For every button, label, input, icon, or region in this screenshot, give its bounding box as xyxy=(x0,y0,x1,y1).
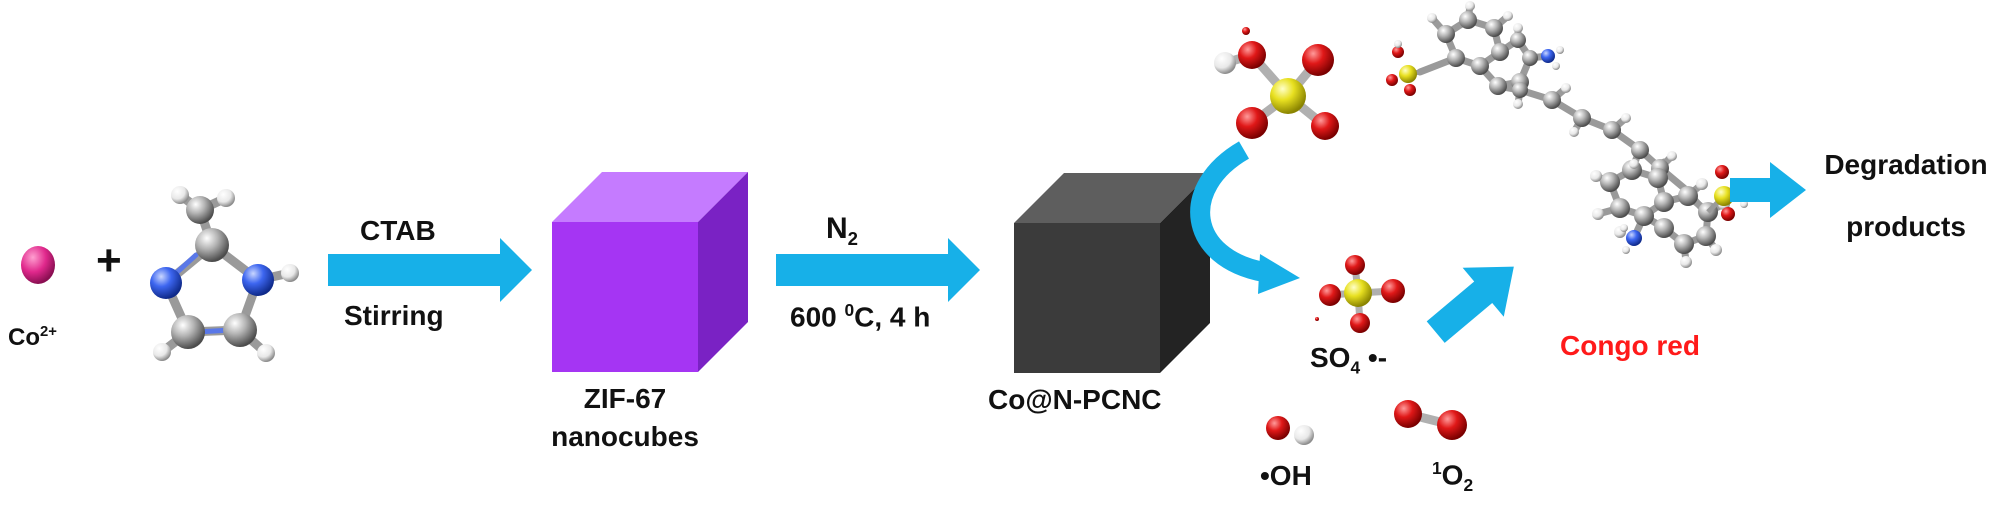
sulfate-radical-molecule-icon xyxy=(1315,255,1405,333)
imidazole-molecule-icon xyxy=(150,186,299,362)
sulfate-radical-main: SO xyxy=(1310,342,1351,373)
attack-arrow xyxy=(1426,266,1514,343)
singlet-oxygen-main: O xyxy=(1441,459,1464,491)
pollutant-label: Congo red xyxy=(1560,330,1700,361)
hydroxyl-radical-molecule-icon xyxy=(1266,416,1314,445)
step2-atmosphere-main: N xyxy=(826,212,848,245)
congo-red-molecule-icon xyxy=(1386,1,1748,268)
cobalt-ion-label: Co2+ xyxy=(8,324,57,352)
zif67-label-line2: nanocubes xyxy=(551,421,699,452)
singlet-oxygen-sup: 1 xyxy=(1432,458,1442,478)
cobalt-ion-text: Co xyxy=(8,324,40,351)
products-label-line1: Degradation xyxy=(1824,149,1988,180)
degradation-arrow xyxy=(1730,162,1806,218)
cobalt-ion-icon xyxy=(21,246,55,284)
sulfate-radical-sub: 4 xyxy=(1350,357,1361,378)
step2-condition-label: 600 0C, 4 h xyxy=(790,300,930,333)
plus-sign: + xyxy=(96,236,122,285)
step1-reagent-label: CTAB xyxy=(360,215,436,246)
products-label: Degradation products xyxy=(1806,134,2006,258)
step1-condition-label: Stirring xyxy=(344,300,444,331)
zif67-label-line1: ZIF-67 xyxy=(583,383,667,414)
step2-temperature: 600 xyxy=(790,301,845,333)
singlet-oxygen-molecule-icon xyxy=(1394,400,1467,440)
zif67-cube xyxy=(552,172,748,372)
products-label-line2: products xyxy=(1846,211,1966,242)
activation-curved-arrow xyxy=(1190,141,1300,294)
carbonization-arrow xyxy=(776,238,980,302)
catalyst-label: Co@N-PCNC xyxy=(988,384,1162,415)
step2-atmosphere-label: N2 xyxy=(826,212,858,250)
step2-time: C, 4 h xyxy=(854,301,931,333)
singlet-oxygen-sub: 2 xyxy=(1463,474,1474,495)
step2-atmosphere-sub: 2 xyxy=(847,228,859,249)
hydroxyl-radical-label: •OH xyxy=(1260,460,1312,491)
peroxymonosulfate-molecule-icon xyxy=(1214,27,1339,140)
sulfate-radical-charge: •- xyxy=(1360,342,1388,373)
co-n-pcnc-cube xyxy=(1014,173,1210,373)
sulfate-radical-label: SO4 •- xyxy=(1310,342,1387,379)
step2-degree: 0 xyxy=(844,300,855,320)
cobalt-ion-charge: 2+ xyxy=(40,324,57,340)
singlet-oxygen-label: 1O2 xyxy=(1432,458,1473,496)
zif67-label: ZIF-67 nanocubes xyxy=(520,380,730,456)
synthesis-arrow-1 xyxy=(328,238,532,302)
